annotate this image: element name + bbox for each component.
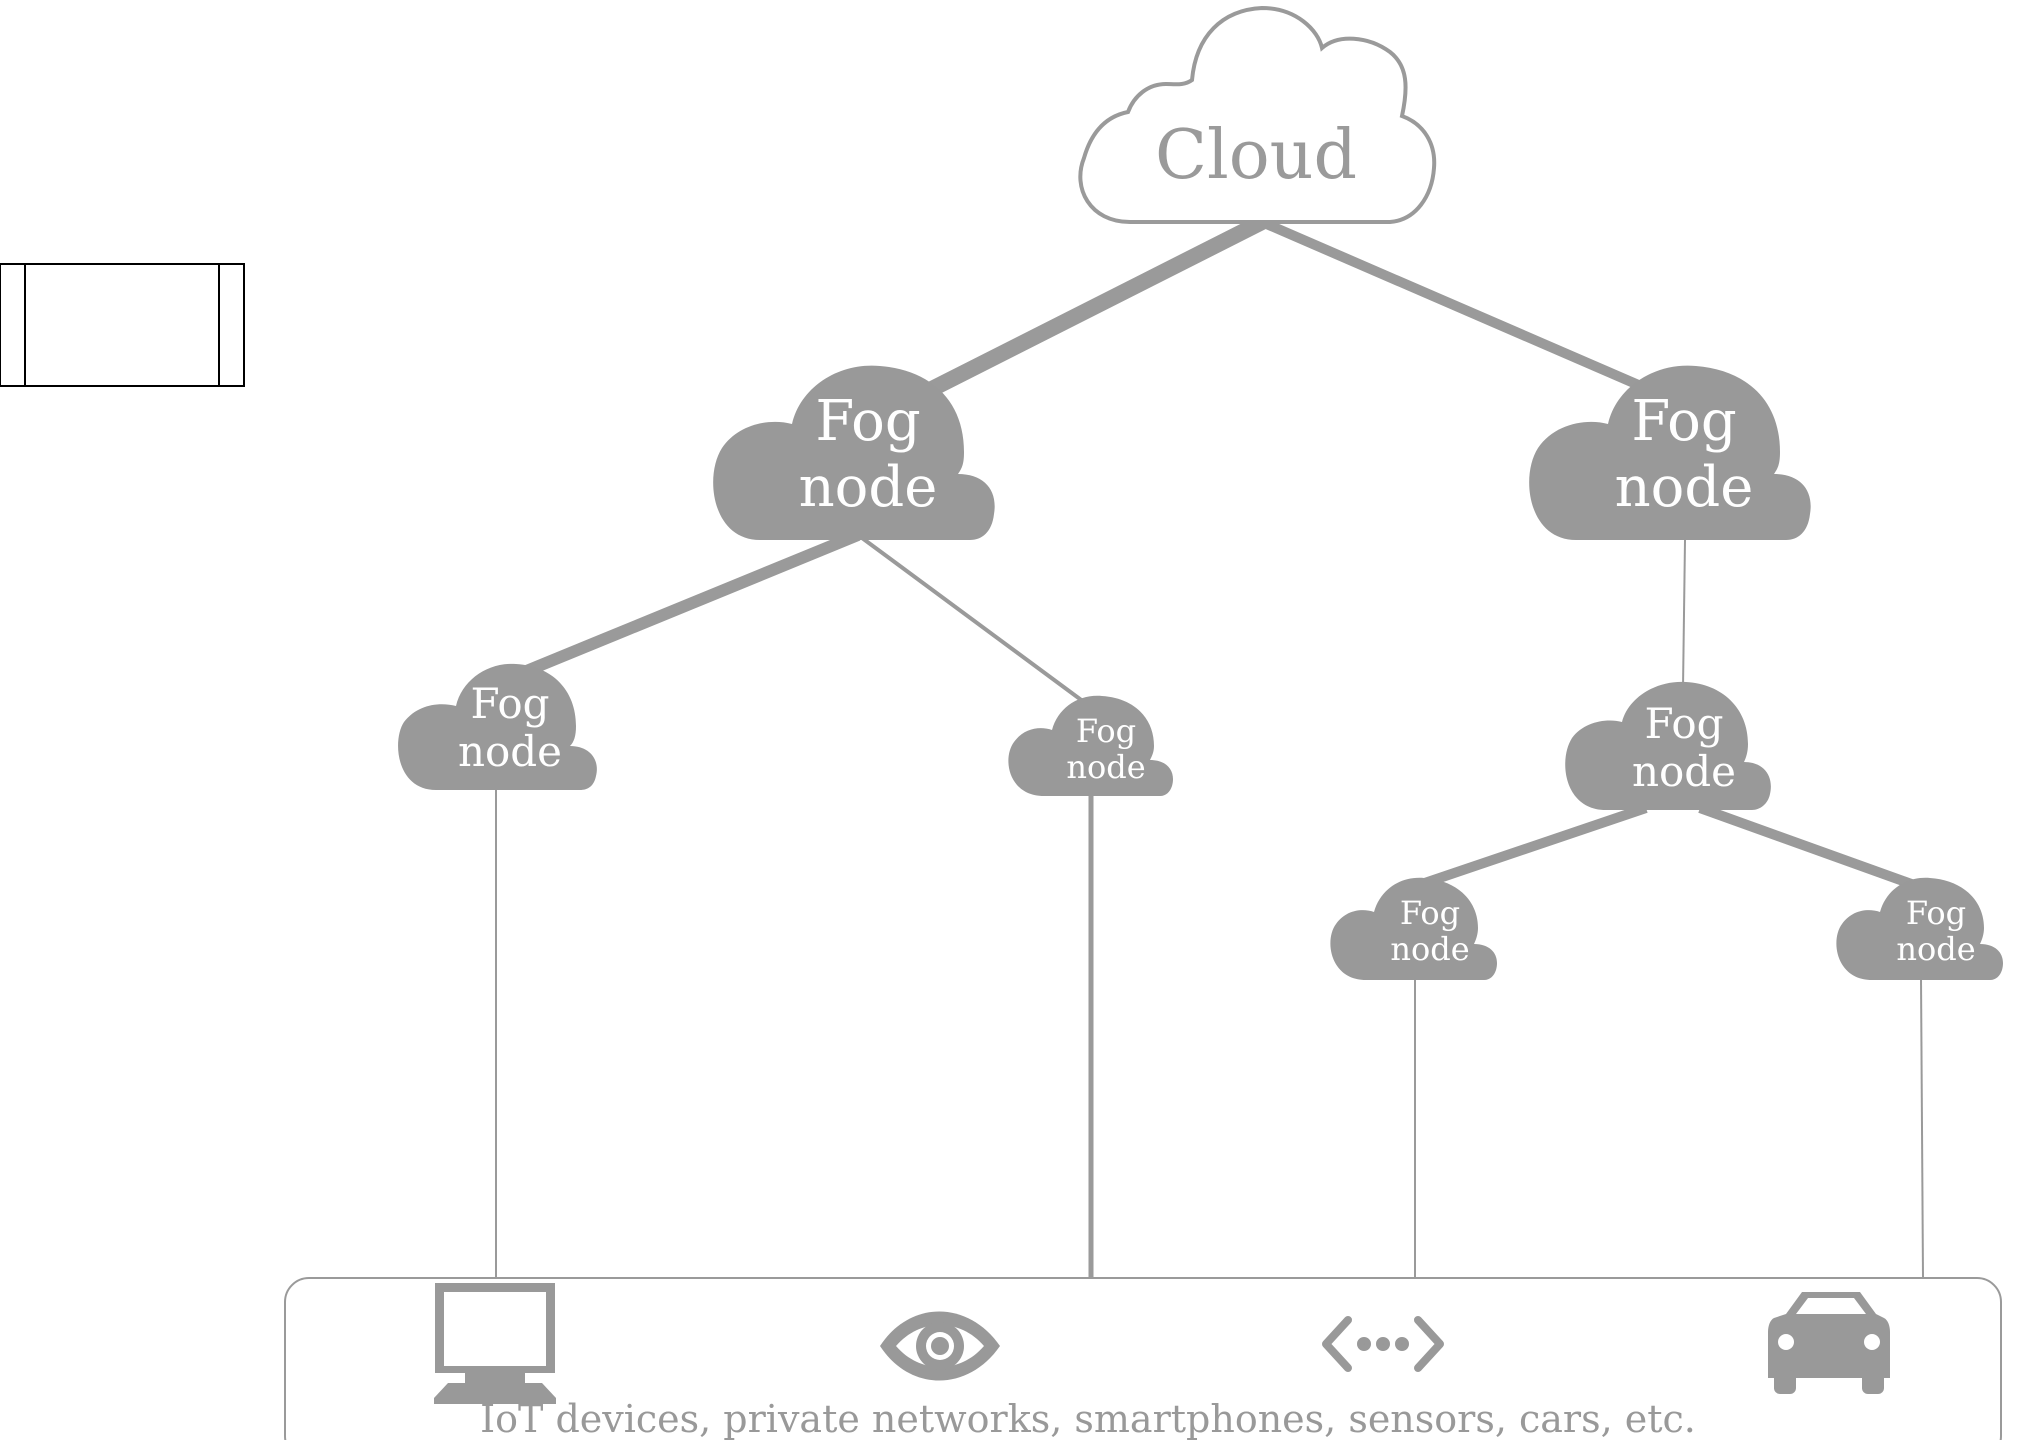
cloud: Cloud	[1078, 5, 1437, 224]
devices-caption: IoT devices, private networks, smartphon…	[480, 1397, 1696, 1440]
computer-monitor-icon	[434, 1283, 556, 1404]
fog-node-label-line2: node	[1896, 930, 1975, 968]
fog-node-label-line1: Fog	[1906, 894, 1966, 932]
fog-node-label-line2: node	[1632, 747, 1736, 796]
clipped-box	[0, 263, 245, 387]
fog-node-label-line2: node	[799, 455, 938, 520]
link-cloud-fog-l1-left	[916, 214, 1266, 403]
fog-node-label-line1: Fog	[1631, 389, 1736, 454]
fog-node-cloud-shape	[1836, 877, 2004, 980]
fog-node: Fog node	[713, 365, 995, 540]
fog-node-label-line2: node	[1066, 748, 1145, 786]
network-link-icon	[1322, 1316, 1444, 1372]
fog-node-cloud-shape	[398, 663, 597, 790]
fog-node-label-line1: Fog	[470, 679, 549, 728]
clipped-box-outer	[0, 263, 245, 387]
fog-node: Fog node	[398, 663, 597, 790]
fog-node: Fog node	[1529, 365, 1811, 540]
fog-node-label-line1: Fog	[1076, 712, 1136, 750]
fog-node: Fog node	[1330, 877, 1498, 980]
car-icon	[1768, 1292, 1890, 1394]
link-cloud-fog-l1-right	[1260, 217, 1652, 395]
cloud-label: Cloud	[1155, 116, 1357, 195]
link-fog-l2-c-fog-l3-b	[1698, 803, 1930, 895]
link-fog-l2-c-fog-l3-a	[1408, 803, 1648, 893]
fog-node-cloud-shape	[1565, 681, 1771, 810]
link-fog-l1-left-fog-l2-a	[521, 529, 861, 678]
fog-node: Fog node	[1565, 681, 1771, 810]
link-fog-l1-left-fog-l2-b	[856, 533, 1090, 707]
fog-node-cloud-shape	[1529, 365, 1811, 540]
fog-node-label-line1: Fog	[1644, 699, 1723, 748]
fog-node-label-line2: node	[458, 727, 562, 776]
fog-node-label-line2: node	[1390, 930, 1469, 968]
fog-node: Fog node	[1836, 877, 2004, 980]
devices-box	[284, 1277, 2002, 1440]
fog-node: Fog node	[1008, 695, 1174, 796]
link-fog-l3-b-devices	[1920, 977, 1924, 1279]
connections	[495, 214, 1930, 1279]
fog-node-cloud-shape	[713, 365, 995, 540]
cloud-shape	[1078, 5, 1437, 224]
fog-node-label-line1: Fog	[1400, 894, 1460, 932]
eye-icon	[880, 1311, 1000, 1381]
fog-node-cloud-shape	[1330, 877, 1498, 980]
fog-node-label-line2: node	[1615, 455, 1754, 520]
fog-node-label-line1: Fog	[815, 389, 920, 454]
devices-panel: IoT devices, private networks, smartphon…	[284, 1277, 2002, 1440]
fog-node-cloud-shape	[1008, 695, 1174, 796]
link-fog-l1-right-fog-l2-c	[1682, 539, 1686, 689]
